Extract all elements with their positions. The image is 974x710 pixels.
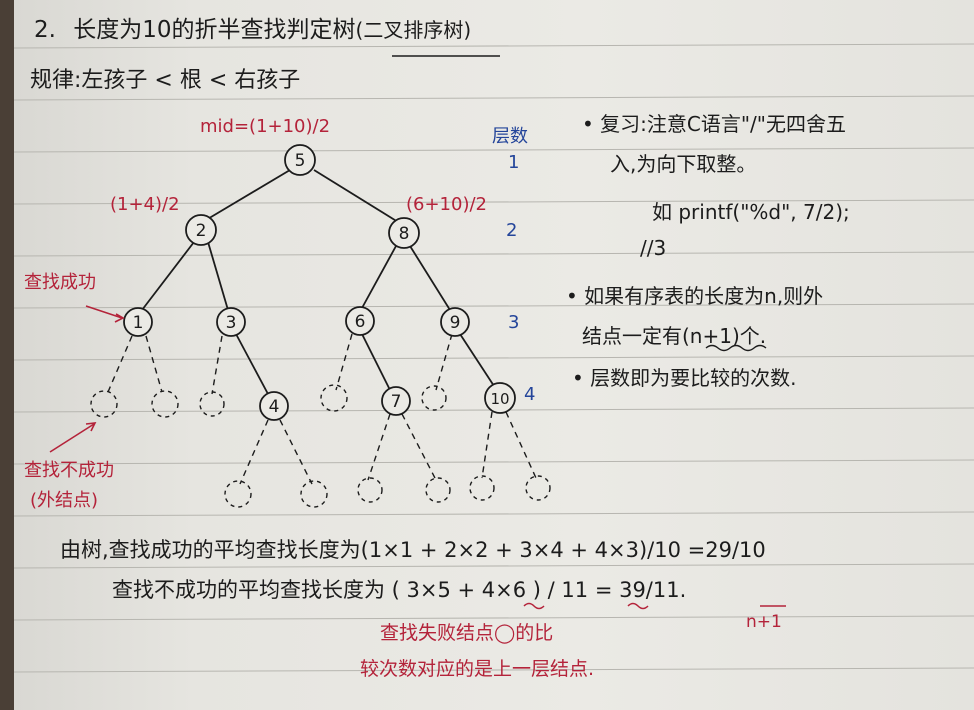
title-sub: (二叉排序树) [355, 18, 472, 42]
external-node [425, 477, 451, 503]
annotation-arrows [49, 305, 125, 453]
external-node [525, 475, 551, 501]
external-node [357, 477, 383, 503]
node-label: 1 [133, 313, 144, 333]
page-title: 2. 长度为10的折半查找判定树(二叉排序树) [34, 10, 471, 44]
arrow-head-icon [114, 313, 125, 323]
node-label: 7 [391, 392, 402, 412]
node-9 [440, 307, 470, 337]
left-formula: (1+4)/2 [110, 194, 180, 215]
success-asl: 由树,查找成功的平均查找长度为(1×1 + 2×2 + 3×4 + 4×3)/1… [60, 538, 766, 562]
level-1: 1 [508, 152, 520, 173]
levels-header: 层数 [492, 126, 528, 147]
external-node [300, 480, 328, 508]
failure-label: 查找不成功 [24, 460, 114, 481]
external-nodes [90, 384, 551, 508]
note-1-line-3: 如 printf("%d", 7/2); [652, 200, 850, 224]
node-2 [185, 214, 217, 246]
arrow-head-icon [85, 422, 97, 432]
tree-edges [141, 169, 495, 395]
external-node [421, 385, 447, 411]
rule-text: 规律:左孩子 < 根 < 右孩子 [30, 68, 301, 93]
external-node [90, 390, 118, 418]
note-1-line-4: //3 [640, 236, 667, 260]
red-note-line-2: 较次数对应的是上一层结点. [360, 658, 595, 680]
right-formula: (6+10)/2 [406, 194, 487, 215]
node-8 [388, 217, 420, 249]
ruled-lines [13, 43, 974, 673]
note-2-line-2: 结点一定有(n+1)个. [582, 324, 767, 348]
node-5 [284, 144, 316, 176]
note-2-line-1: • 如果有序表的长度为n,则外 [566, 284, 824, 308]
node-6 [345, 306, 375, 336]
notebook-binding [0, 0, 14, 710]
n-plus-1-note: n+1 [746, 612, 782, 632]
node-label: 8 [399, 224, 410, 244]
node-1 [123, 307, 153, 337]
mid-formula: mid=(1+10)/2 [200, 116, 331, 137]
node-3 [216, 307, 246, 337]
node-4 [259, 391, 289, 421]
external-node-label: (外结点) [30, 490, 99, 511]
mark-3 [523, 602, 545, 610]
note-1-line-2: 入,为向下取整。 [610, 152, 757, 176]
node-label: 9 [450, 313, 461, 333]
success-arrow [85, 305, 123, 319]
external-node [320, 384, 348, 412]
node-label: 3 [226, 313, 237, 333]
internal-nodes [123, 144, 516, 421]
external-node [151, 390, 179, 418]
node-10 [484, 382, 516, 414]
external-node [224, 480, 252, 508]
node-label: 6 [355, 312, 366, 332]
node-label: 4 [269, 397, 280, 417]
title-number: 2. [34, 17, 56, 43]
external-edges [107, 333, 537, 485]
level-2: 2 [506, 220, 518, 241]
failure-asl: 查找不成功的平均查找长度为 ( 3×5 + 4×6 ) / 11 = 39/11… [112, 578, 687, 602]
success-label: 查找成功 [24, 272, 96, 293]
note-3: • 层数即为要比较的次数. [572, 366, 797, 390]
external-node [469, 475, 495, 501]
external-node [199, 391, 225, 417]
red-note-line-1: 查找失败结点◯的比 [380, 622, 554, 644]
failure-arrow [49, 423, 95, 453]
mark-4 [627, 602, 649, 610]
level-4: 4 [524, 384, 536, 405]
node-label: 5 [295, 151, 306, 171]
node-labels: 5 2 8 1 3 6 9 4 7 10 [133, 151, 510, 417]
node-label: 10 [490, 390, 509, 408]
node-label: 2 [196, 221, 207, 241]
node-7 [381, 386, 411, 416]
n-plus-1-underline [705, 344, 767, 352]
level-3: 3 [508, 312, 520, 333]
note-1-line-1: • 复习:注意C语言"/"无四舍五 [582, 112, 846, 136]
title-main: 长度为10的折半查找判定树 [73, 17, 356, 43]
